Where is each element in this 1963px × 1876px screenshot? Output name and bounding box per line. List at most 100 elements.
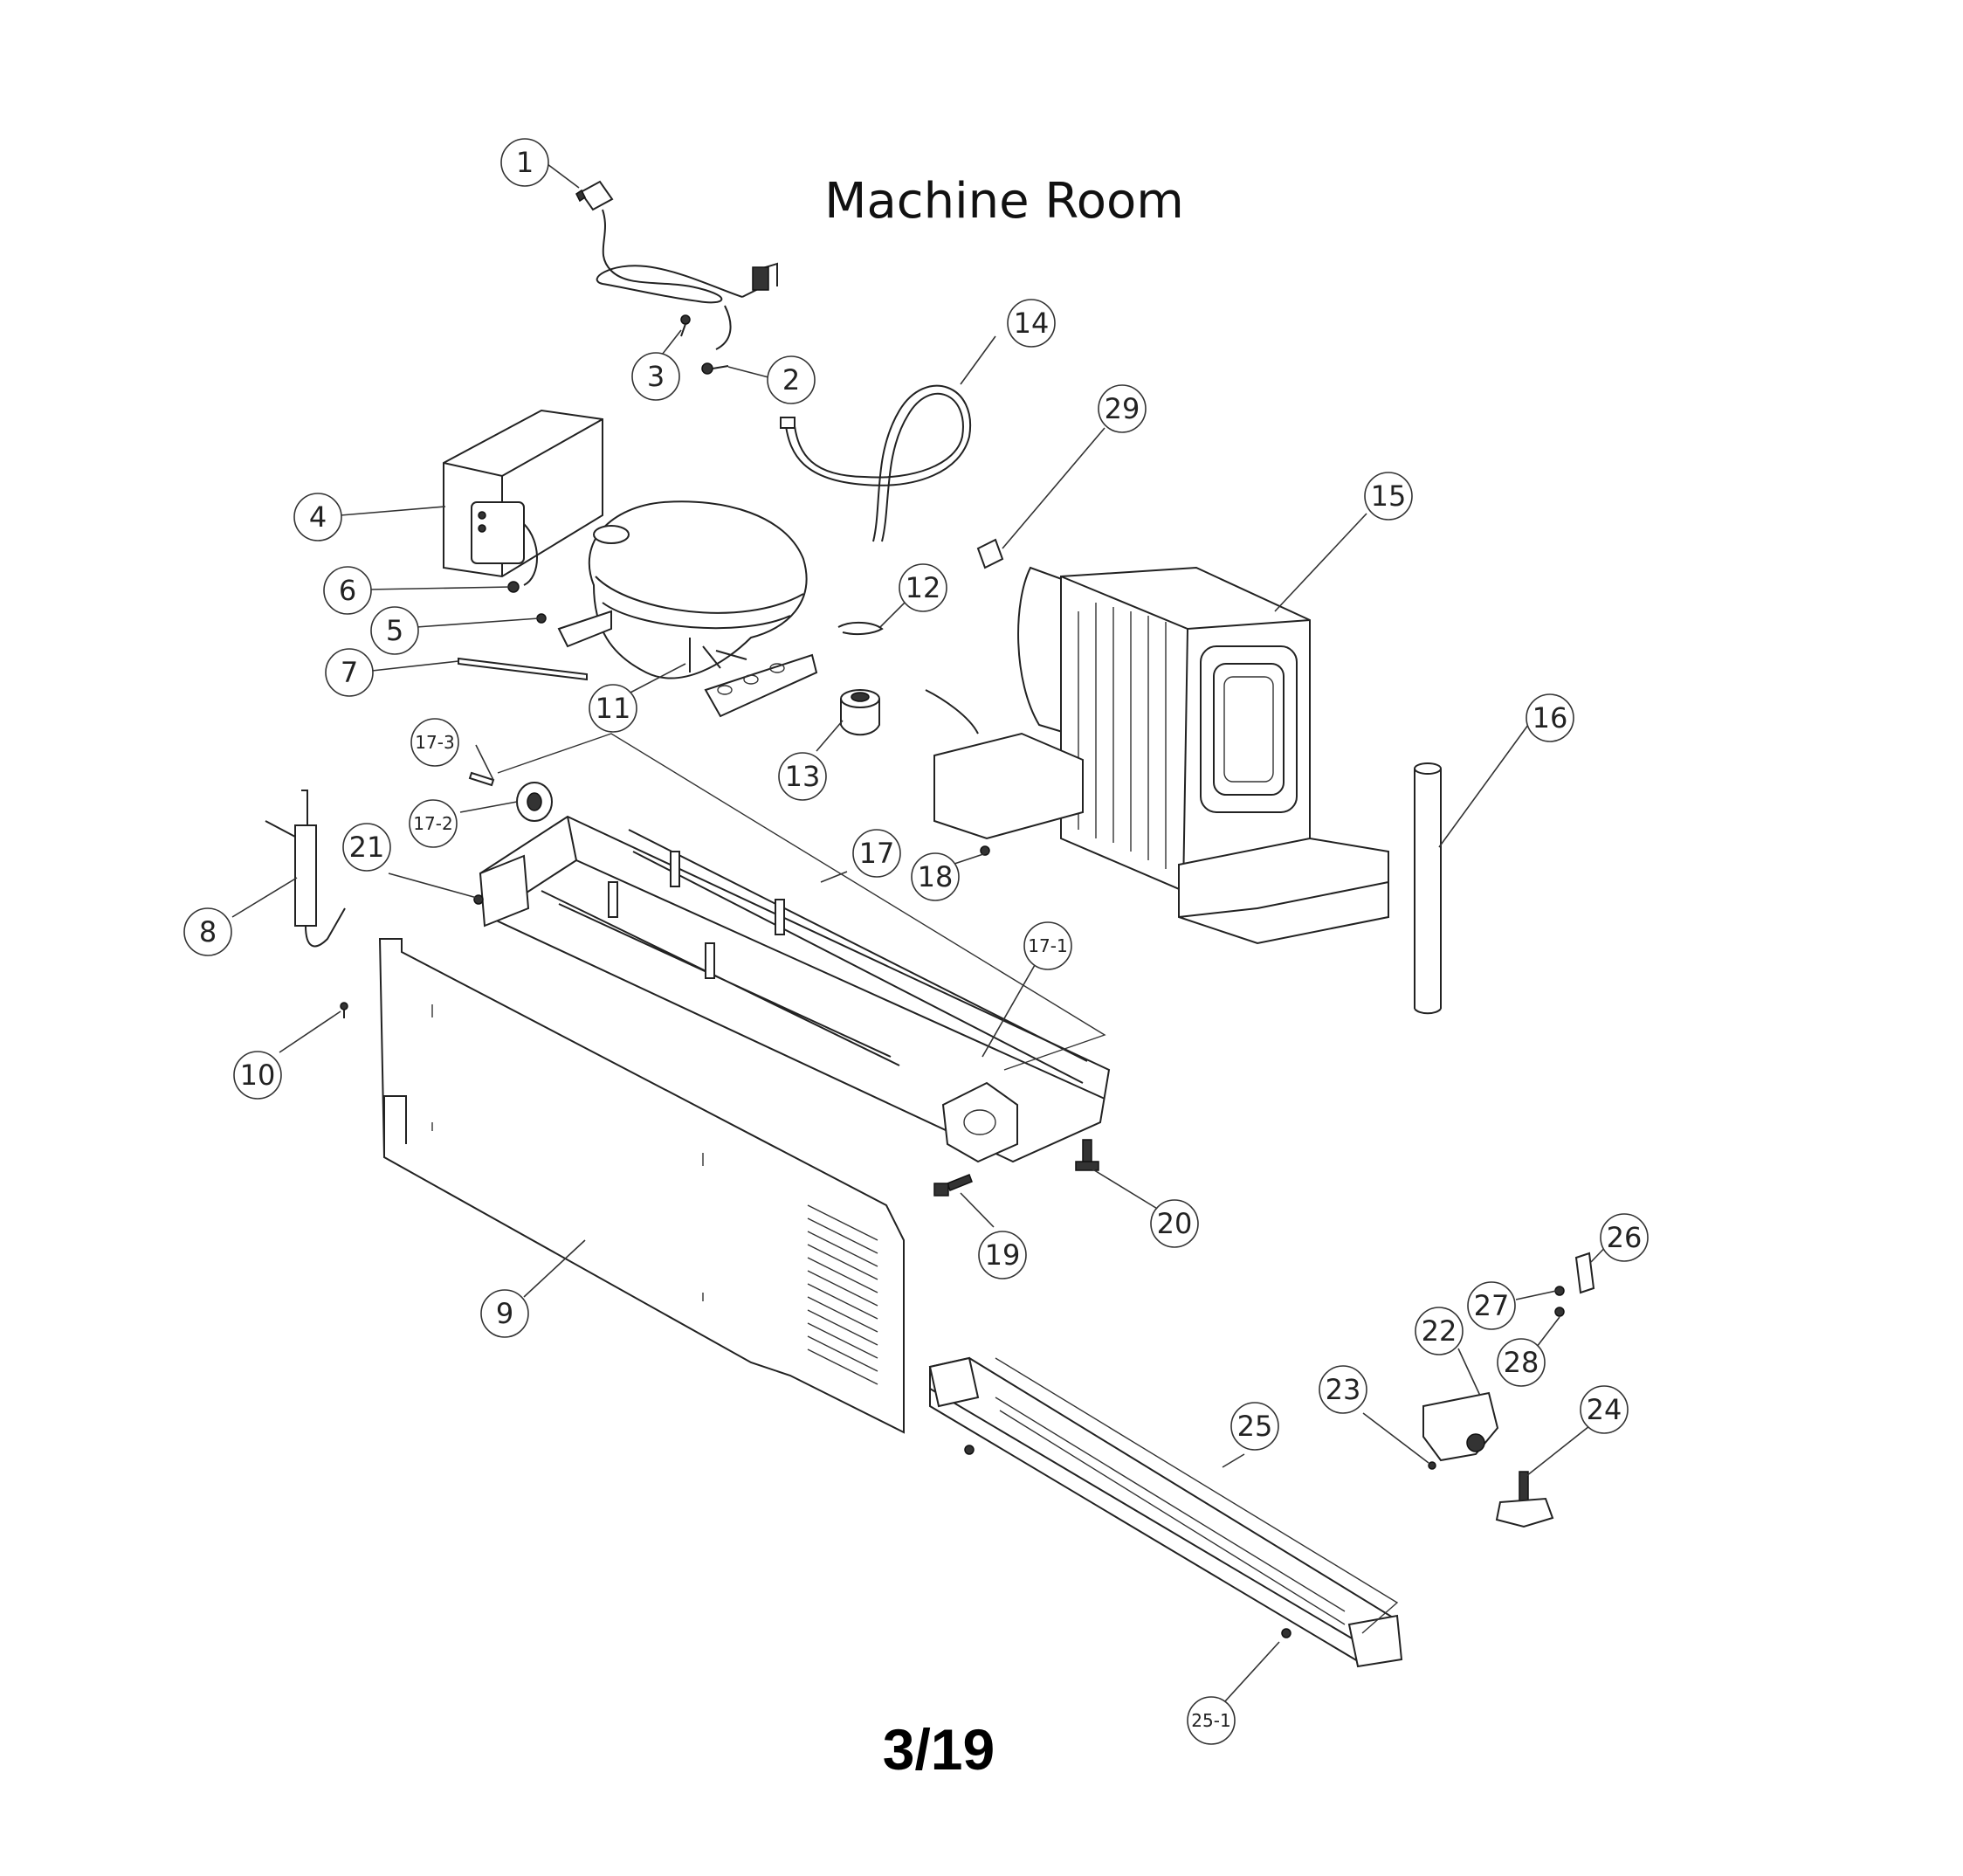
- callout-11: 11: [589, 684, 637, 733]
- callout-1: 1: [500, 138, 549, 187]
- callout-6: 6: [323, 566, 372, 615]
- callout-25: 25: [1230, 1402, 1279, 1451]
- callout-27: 27: [1467, 1281, 1516, 1330]
- screw-23-part: [1428, 1461, 1436, 1470]
- leader-lines: [231, 161, 1615, 1713]
- drier-part: [265, 790, 346, 948]
- base-plate-part: [479, 815, 1111, 1163]
- svg-text:8: 8: [199, 915, 217, 948]
- callout-8: 8: [183, 907, 232, 956]
- svg-text:26: 26: [1607, 1221, 1643, 1254]
- svg-text:29: 29: [1105, 392, 1140, 425]
- callout-15: 15: [1364, 472, 1413, 521]
- screw-21-part: [473, 894, 484, 905]
- svg-text:22: 22: [1422, 1314, 1457, 1348]
- callout-14: 14: [1007, 299, 1056, 348]
- svg-text:12: 12: [906, 571, 941, 604]
- svg-text:27: 27: [1474, 1289, 1510, 1322]
- callout-28: 28: [1497, 1338, 1546, 1387]
- power-cord-part: [575, 180, 778, 350]
- callout-17-1: 17-1: [1023, 921, 1072, 970]
- callout-10: 10: [233, 1051, 282, 1100]
- screw-25-1-part: [1281, 1628, 1291, 1638]
- svg-text:21: 21: [349, 831, 385, 864]
- screw-3-part: [680, 314, 691, 337]
- svg-text:7: 7: [341, 656, 358, 689]
- svg-text:23: 23: [1326, 1373, 1361, 1406]
- callout-7: 7: [325, 648, 374, 697]
- condenser-assembly-part: [925, 566, 1389, 945]
- callout-22: 22: [1415, 1307, 1464, 1355]
- svg-text:4: 4: [309, 500, 327, 534]
- leveling-leg-part: [1495, 1471, 1554, 1528]
- back-panel-part: [378, 938, 905, 1434]
- diagram-title: Machine Room: [824, 173, 1184, 230]
- callout-20: 20: [1150, 1199, 1199, 1248]
- svg-text:14: 14: [1014, 307, 1050, 340]
- page-number: 3/19: [882, 1717, 995, 1782]
- svg-text:17-1: 17-1: [1028, 935, 1067, 956]
- callout-21: 21: [342, 823, 391, 872]
- callout-5: 5: [370, 606, 419, 655]
- callout-12: 12: [899, 563, 947, 612]
- svg-text:25: 25: [1237, 1410, 1273, 1443]
- svg-text:24: 24: [1587, 1393, 1622, 1426]
- callout-26: 26: [1600, 1213, 1649, 1262]
- svg-text:9: 9: [496, 1297, 513, 1330]
- roller-bracket-part: [1422, 1391, 1499, 1462]
- bolt-19-part: [933, 1174, 973, 1197]
- svg-text:6: 6: [339, 574, 356, 607]
- screw-28-part: [1554, 1307, 1565, 1317]
- callout-17: 17: [852, 829, 901, 878]
- callout-2: 2: [767, 355, 816, 404]
- svg-text:28: 28: [1504, 1346, 1539, 1379]
- svg-text:5: 5: [386, 614, 403, 647]
- callout-17-2: 17-2: [409, 799, 458, 848]
- screw-27-part: [1554, 1286, 1565, 1296]
- callout-18: 18: [911, 852, 960, 901]
- screw-25-part: [964, 1445, 975, 1455]
- callout-4: 4: [293, 493, 342, 541]
- bolt-20-part: [1075, 1139, 1099, 1171]
- svg-text:17: 17: [859, 837, 895, 870]
- toe-grille-part: [928, 1356, 1403, 1668]
- discharge-tube-part: [780, 384, 972, 542]
- control-box-part: [443, 409, 603, 586]
- callout-17-3: 17-3: [410, 718, 459, 767]
- svg-text:25-1: 25-1: [1191, 1710, 1230, 1731]
- callout-13: 13: [778, 752, 827, 801]
- callout-29: 29: [1098, 384, 1147, 433]
- cap-29-part: [976, 538, 1004, 569]
- svg-text:13: 13: [785, 760, 821, 793]
- rod-7-part: [458, 657, 588, 681]
- svg-text:15: 15: [1371, 479, 1407, 513]
- callout-16: 16: [1526, 693, 1574, 742]
- svg-text:20: 20: [1157, 1207, 1193, 1240]
- svg-text:19: 19: [985, 1238, 1021, 1272]
- svg-text:11: 11: [596, 692, 631, 725]
- screw-10-part: [340, 1002, 348, 1018]
- callout-3: 3: [631, 352, 680, 401]
- svg-text:17-2: 17-2: [413, 813, 452, 834]
- ground-screw-part: [701, 362, 729, 375]
- bracket-26-part: [1574, 1252, 1595, 1294]
- callout-19: 19: [978, 1231, 1027, 1279]
- callout-9: 9: [480, 1289, 529, 1338]
- bushing-17-2-part: [516, 782, 553, 822]
- svg-text:17-3: 17-3: [415, 732, 454, 753]
- grommet-part: [840, 689, 880, 736]
- svg-text:2: 2: [782, 363, 800, 397]
- callout-24: 24: [1580, 1385, 1629, 1434]
- clip-part: [837, 622, 884, 636]
- svg-text:18: 18: [918, 860, 954, 893]
- pin-17-3-part: [468, 771, 495, 787]
- tube-16-part: [1414, 762, 1442, 1015]
- compressor-part: [557, 500, 818, 718]
- svg-text:3: 3: [647, 360, 665, 393]
- svg-text:1: 1: [516, 146, 534, 179]
- svg-text:10: 10: [240, 1059, 276, 1092]
- callout-25-1: 25-1: [1187, 1696, 1236, 1745]
- svg-text:16: 16: [1533, 701, 1568, 735]
- callout-23: 23: [1319, 1365, 1367, 1414]
